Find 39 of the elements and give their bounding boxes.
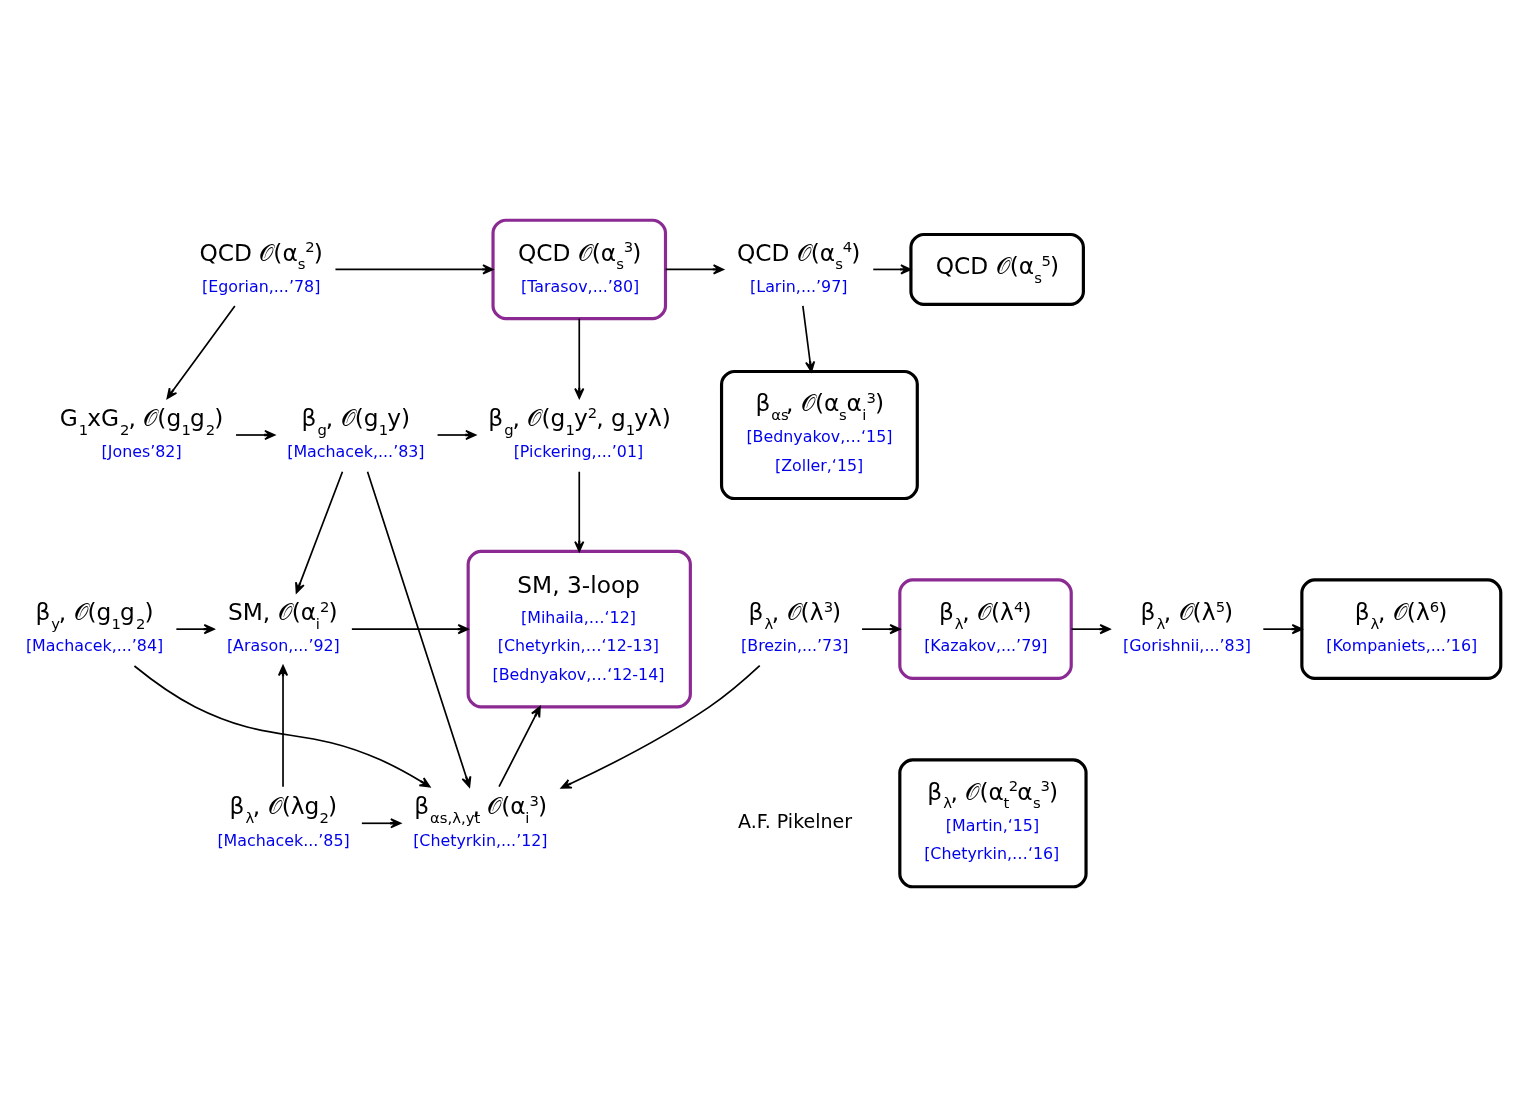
- node-text: β$_{y}$, 𝒪(g$_{1}$g$_{2}$) [Machacek,...’84]: [25, 598, 164, 656]
- node-text: β$_{g}$, 𝒪(g$_{1}$y$^{2}$, g$_{1}$yλ) [Pickering,...’01]: [488, 403, 671, 462]
- arrow: [175, 624, 215, 635]
- arrow: [560, 664, 761, 789]
- node-text: QCD 𝒪(α$_{s}$$^{4}$) [Larin,...’97]: [736, 238, 861, 296]
- node-text: β$_{λ}$, 𝒪(λg$_{2}$) [Machacek...’85]: [217, 792, 350, 850]
- node-box: QCD 𝒪(α$_{s}$$^{5}$): [909, 232, 1085, 306]
- arrow: [436, 429, 477, 441]
- arrow: [235, 429, 276, 441]
- node-text: β$_{g}$, 𝒪(g$_{1}$y) [Machacek,...’83]: [287, 404, 425, 462]
- arrow: [802, 305, 816, 373]
- node-text: β$_{λ}$, 𝒪(λ$^{3}$) [Brezin,...’73]: [741, 597, 849, 656]
- node-box: β$_{λ}$, 𝒪(α$_{t}$$^{2}$α$_{s}$$^{3}$) [Martin,‘15] [Chetyrkin,…‘16]: [898, 758, 1088, 889]
- arrow: [277, 665, 289, 788]
- arrow: [1262, 624, 1303, 635]
- node-box: β$_{λ}$, 𝒪(λ$^{6}$) [Kompaniets,...’16]: [1300, 578, 1503, 680]
- arrow: [574, 470, 585, 553]
- arrow: [664, 264, 724, 275]
- arrow: [861, 624, 901, 635]
- arrow: [1070, 624, 1111, 635]
- arrow: [872, 264, 912, 275]
- node-text: QCD 𝒪(α$_{s}$$^{2}$) [Egorian,...’78]: [199, 238, 323, 296]
- arrow: [361, 818, 402, 829]
- node-text: β$_{λ}$, 𝒪(λ$^{5}$) [Gorishnii,...’83]: [1123, 597, 1251, 656]
- arrow: [334, 264, 494, 275]
- arrow: [498, 706, 541, 788]
- node-text: SM, 𝒪(α$_{i}$$^{2}$) [Arason,...’92]: [226, 597, 340, 656]
- arrow: [351, 624, 469, 635]
- arrow: [574, 317, 585, 399]
- arrow: [166, 305, 236, 400]
- arrow: [295, 470, 344, 594]
- node-box: β$_{αs}$, 𝒪(α$_{s}$α$_{i}$$^{3}$) [Bednyakov,…‘15] [Zoller,‘15]: [719, 369, 919, 501]
- node-box: SM, 3-loop [Mihaila,…‘12] [Chetyrkin,…‘12-13] [Bednyakov,…‘12-14]: [466, 549, 692, 709]
- node-box: β$_{λ}$, 𝒪(λ$^{4}$) [Kazakov,...’79]: [898, 578, 1073, 680]
- node-text: G$_{1}$xG$_{2}$, 𝒪(g$_{1}$g$_{2}$) [Jones’82]: [59, 404, 224, 462]
- label: A.F. Pikelner: [738, 809, 853, 832]
- arrow: [366, 470, 472, 788]
- node-box: QCD 𝒪(α$_{s}$$^{3}$) [Tarasov,...’80]: [491, 218, 668, 321]
- arrow: [133, 665, 431, 788]
